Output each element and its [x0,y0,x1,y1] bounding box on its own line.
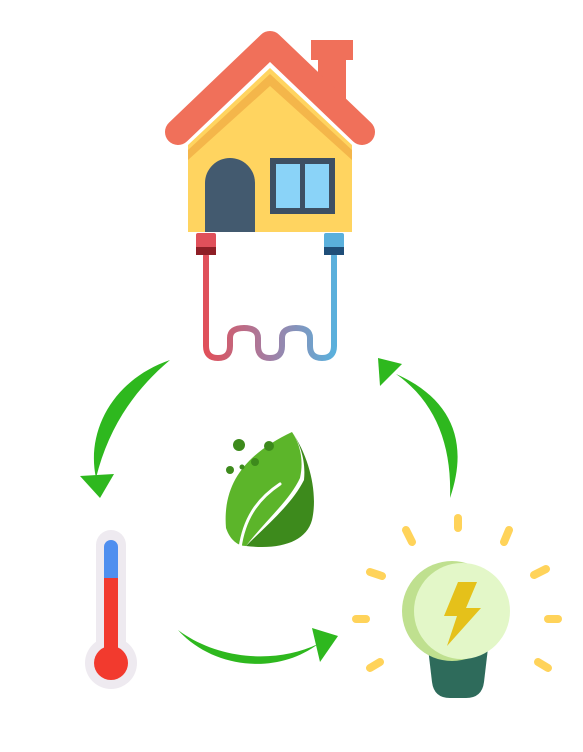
lightbulb-bolt-icon [352,514,562,698]
cold-pipe-connector [324,233,344,249]
heat-exchange-pipe-icon [196,233,344,361]
window-pane-left [276,164,300,208]
ray-left-upper [366,568,386,580]
hot-pipe-connector-base [196,247,216,255]
roof [165,31,375,145]
leaf-vein [238,482,282,550]
ray-top-right [500,526,513,546]
ray-right-lower [534,658,552,672]
arrow-body-left [93,360,170,478]
ray-left-lower [366,658,384,672]
thermometer-icon [85,530,137,689]
hot-pipe-connector [196,233,216,249]
thermometer-hot-section [104,578,118,660]
bulb-base [428,648,488,698]
cold-pipe-connector-base [324,247,344,255]
ray-right-upper [530,565,550,579]
leaf-light [225,432,302,546]
thermometer-bulb [94,646,128,680]
arrow-head-left [80,474,114,498]
ray-top-left [402,526,416,546]
arrow-body-bottom [178,630,318,664]
chimney-cap [311,40,353,60]
leaf-icon [225,432,314,550]
bolt-icon [444,582,481,646]
arrow-thermometer-to-bulb [178,628,338,664]
leaf-dot-5 [239,464,245,470]
arrow-head-right [378,358,402,386]
pipe-coil [203,253,337,361]
thermometer-cold-section [104,540,118,586]
door [205,158,255,232]
window-pane-right [305,164,329,208]
arrow-body-right [396,374,458,498]
bulb-glow-rays [352,514,562,672]
arrow-pipes-to-thermometer [80,360,170,498]
leaf-dark [246,432,314,547]
leaf-dot-1 [233,439,245,451]
arrow-bulb-to-pipes [378,358,458,498]
leaf-dot-2 [264,441,274,451]
arrow-head-bottom [312,628,338,662]
leaf-dot-4 [226,466,234,474]
leaf-dot-3 [251,458,259,466]
house-icon [165,31,375,232]
